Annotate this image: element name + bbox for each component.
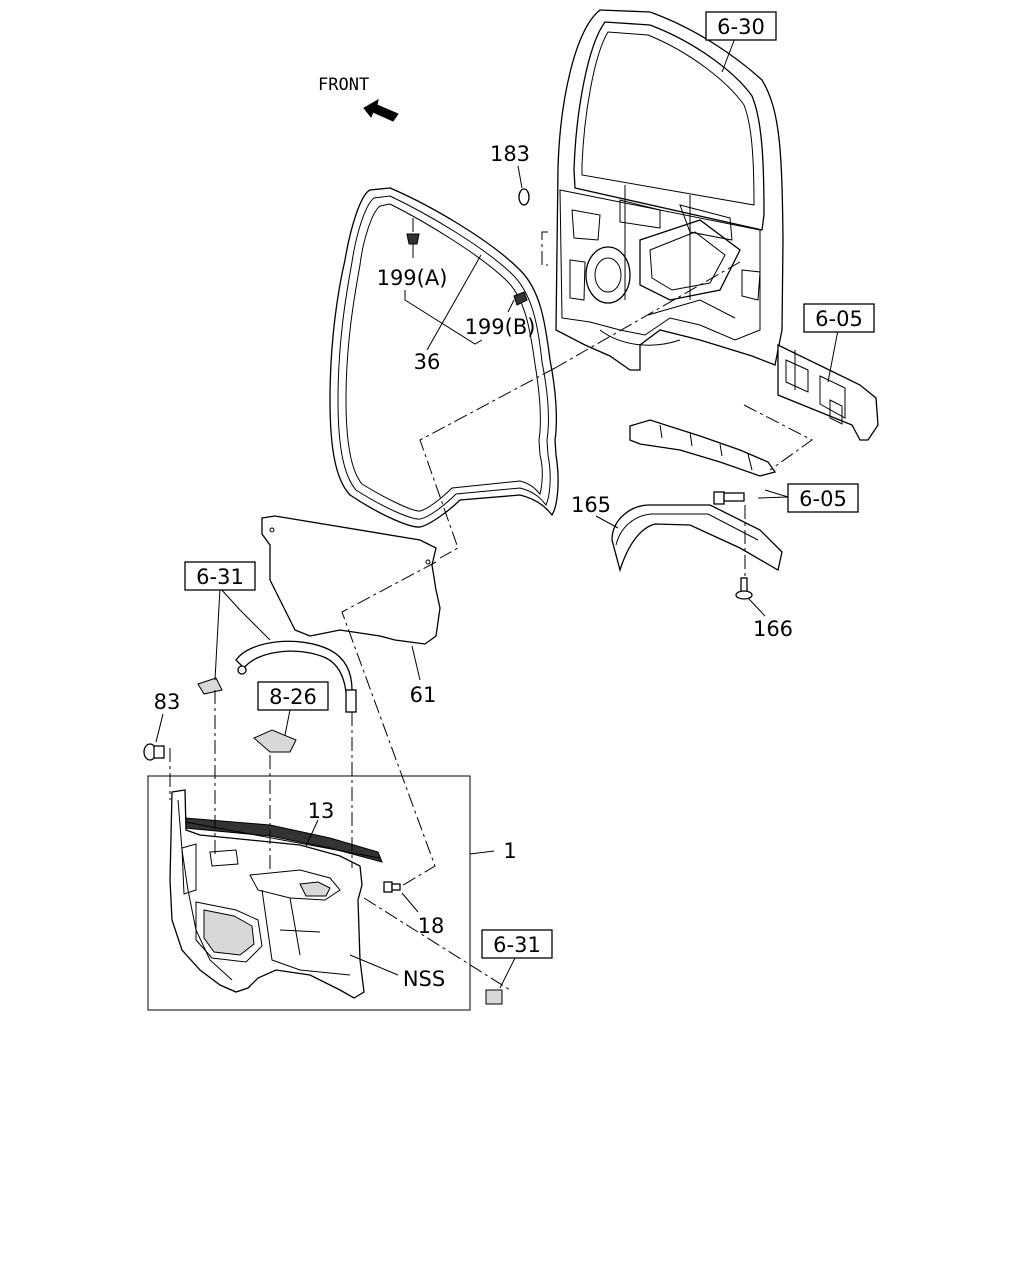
part-label-183: 183 bbox=[490, 142, 530, 166]
clip-199b bbox=[507, 291, 528, 313]
trim-bracket bbox=[629, 419, 777, 477]
part-label-199b: 199(B) bbox=[465, 315, 536, 339]
plug-183 bbox=[518, 188, 530, 206]
part-label-83: 83 bbox=[154, 690, 181, 714]
part-label-61: 61 bbox=[410, 683, 437, 707]
door-inner-frame bbox=[555, 9, 784, 371]
front-indicator: FRONT bbox=[318, 75, 399, 122]
ref-label: 6-31 bbox=[493, 933, 541, 957]
sealing-sheet bbox=[261, 515, 441, 645]
leader-lines bbox=[155, 37, 839, 989]
ref-label: 6-30 bbox=[717, 15, 765, 39]
pocket-piece bbox=[253, 729, 297, 753]
ref-box-6-31-top: 6-31 bbox=[184, 561, 256, 591]
grip-handle bbox=[235, 640, 357, 713]
part-label-199a: 199(A) bbox=[377, 266, 448, 290]
ref-label: 6-05 bbox=[799, 487, 847, 511]
clip-upper bbox=[197, 677, 223, 695]
screw-166 bbox=[735, 577, 753, 600]
ref-box-8-26: 8-26 bbox=[257, 681, 329, 711]
assembly-frame bbox=[147, 775, 471, 1011]
ref-label: 8-26 bbox=[269, 685, 317, 709]
part-label-165: 165 bbox=[571, 493, 611, 517]
clip-199a bbox=[406, 218, 420, 258]
bolt bbox=[713, 491, 745, 505]
ref-box-6-31-bottom: 6-31 bbox=[481, 929, 553, 959]
part-label-1: 1 bbox=[503, 839, 516, 863]
side-panel bbox=[777, 343, 879, 441]
front-label: FRONT bbox=[318, 75, 369, 95]
alignment-lines bbox=[169, 231, 813, 991]
ref-box-6-05-top: 6-05 bbox=[803, 303, 875, 333]
fastener-83 bbox=[143, 743, 165, 761]
clip-lower bbox=[485, 989, 503, 1005]
ref-box-6-30: 6-30 bbox=[705, 11, 777, 41]
part-labels: 183 199(A) 199(B) 36 165 166 61 83 13 1 … bbox=[154, 142, 793, 991]
ref-label: 6-05 bbox=[815, 307, 863, 331]
ref-label: 6-31 bbox=[196, 565, 244, 589]
arrow-icon bbox=[363, 99, 399, 122]
part-label-13: 13 bbox=[308, 799, 335, 823]
wheel-arch-trim bbox=[611, 504, 783, 573]
door-trim-assembly bbox=[147, 775, 471, 1011]
part-label-nss: NSS bbox=[403, 967, 445, 991]
part-label-166: 166 bbox=[753, 617, 793, 641]
part-label-18: 18 bbox=[418, 914, 445, 938]
weatherstrip bbox=[329, 187, 559, 528]
part-label-36: 36 bbox=[414, 350, 441, 374]
ref-box-6-05-bottom: 6-05 bbox=[787, 483, 859, 513]
